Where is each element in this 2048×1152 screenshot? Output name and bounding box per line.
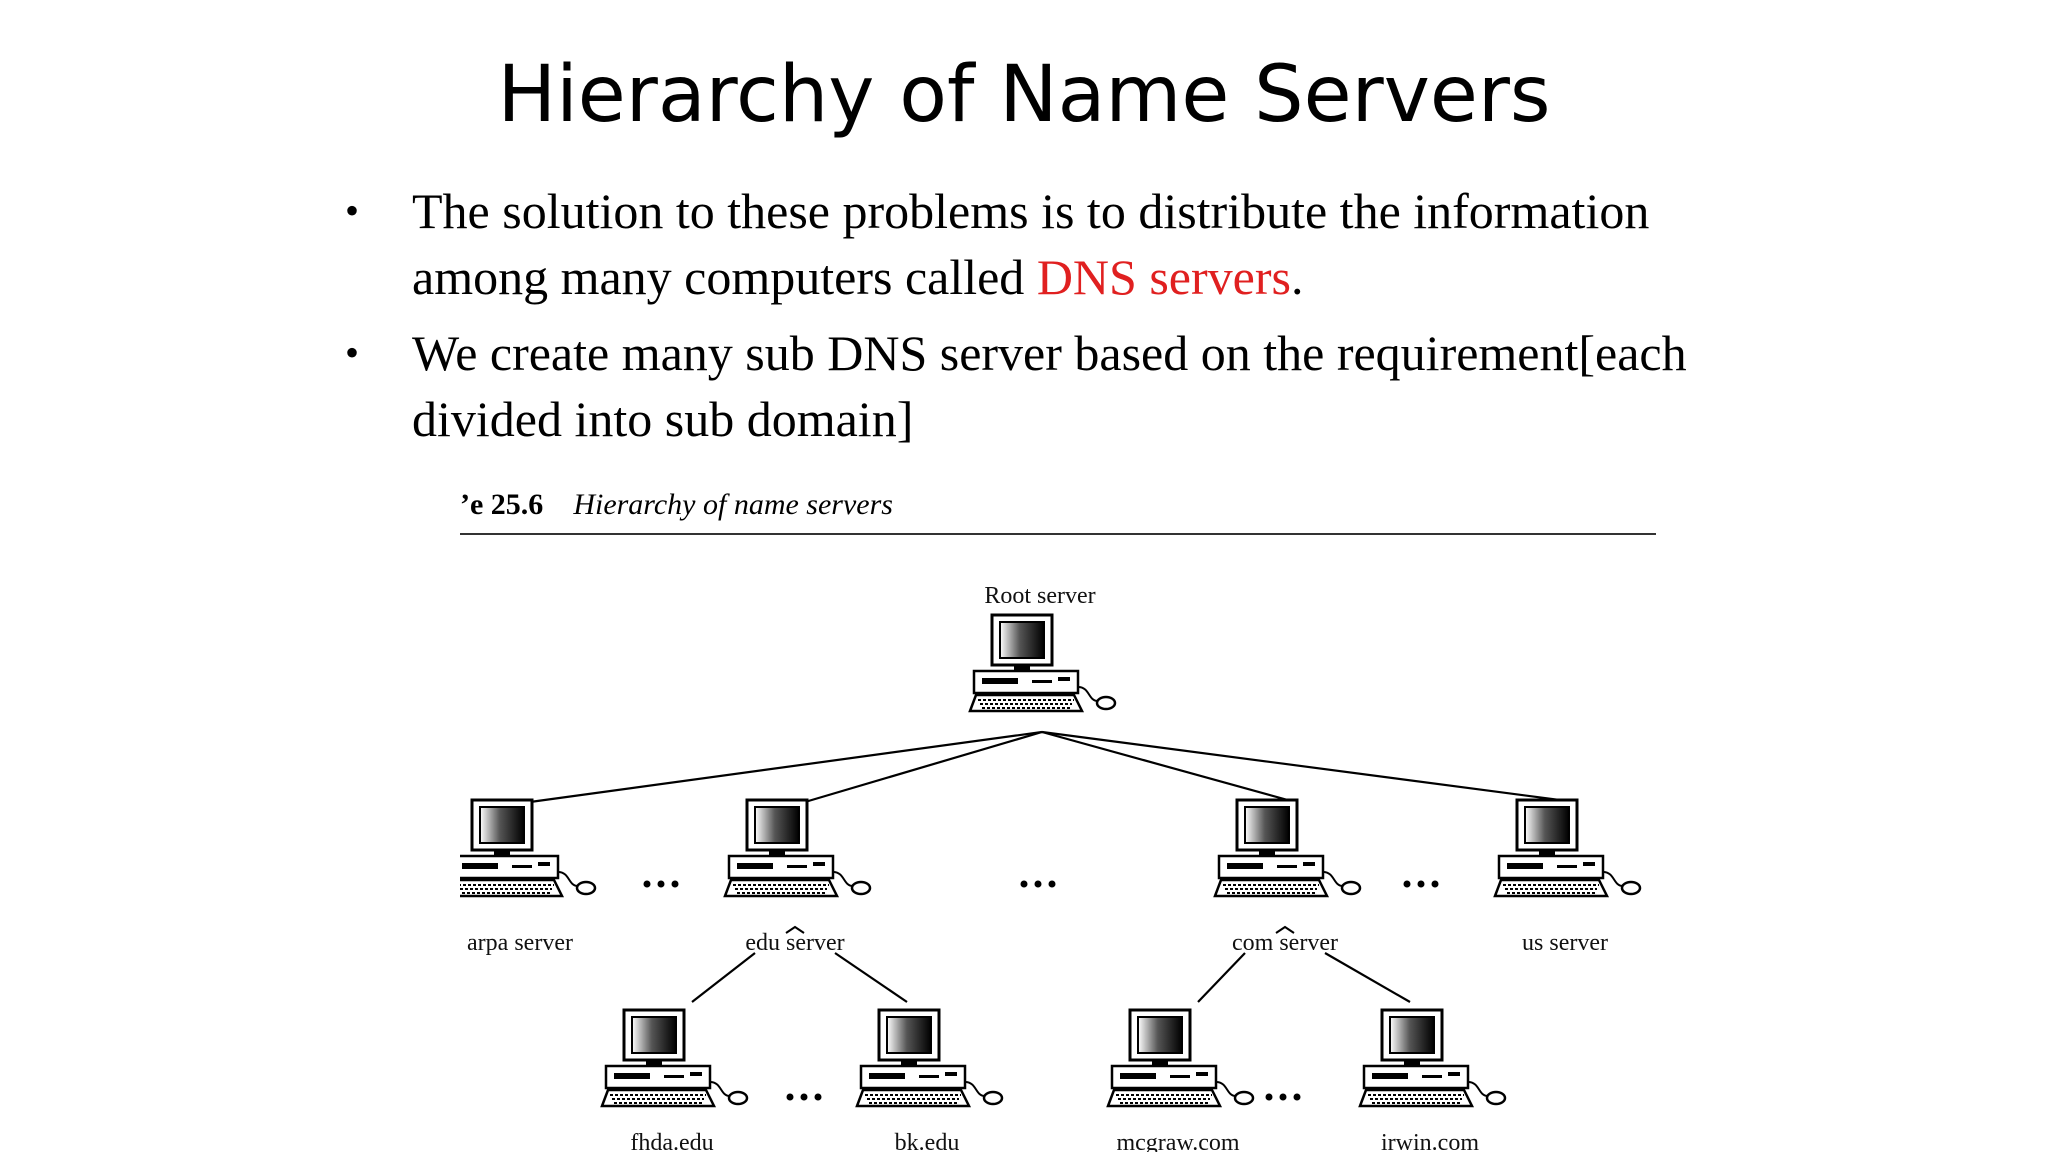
figure-number: ’e 25.6 <box>460 488 544 521</box>
irwin-com-computer-icon <box>1358 1008 1507 1108</box>
bullet-icon: • <box>345 188 360 233</box>
mcgraw-com-label: mcgraw.com <box>1116 1130 1239 1152</box>
name-server-hierarchy-diagram: Root server arpa server edu server com serv… <box>460 583 1642 1152</box>
hierarchy-link <box>1324 952 1411 1003</box>
root-server-label: Root server <box>984 583 1095 609</box>
hierarchy-link <box>804 730 1043 804</box>
ellipsis-dots <box>1403 880 1439 888</box>
root-server-computer-icon <box>968 613 1117 713</box>
us-server-computer-icon <box>1493 798 1642 898</box>
irwin-com-label: irwin.com <box>1381 1130 1479 1152</box>
bullet-text: The solution to these problems is to dis… <box>412 183 1650 305</box>
arpa-server-computer-icon <box>460 798 597 898</box>
hierarchy-link <box>1041 730 1296 804</box>
hierarchy-link <box>1041 730 1576 804</box>
bk-edu-label: bk.edu <box>895 1130 960 1152</box>
arpa-server-label: arpa server <box>467 930 573 956</box>
edu-server-computer-icon <box>723 798 872 898</box>
figure-caption-text: Hierarchy of name servers <box>573 488 893 521</box>
bk-edu-computer-icon <box>855 1008 1004 1108</box>
bullet-item: • We create many sub DNS server based on… <box>345 320 1765 452</box>
ellipsis-dots <box>786 1093 822 1101</box>
caret-mark <box>1275 925 1295 934</box>
figure-rule <box>460 533 1656 535</box>
us-server-label: us server <box>1522 930 1608 956</box>
ellipsis-dots <box>643 880 679 888</box>
bullet-item: • The solution to these problems is to d… <box>345 178 1765 310</box>
fhda-edu-computer-icon <box>600 1008 749 1108</box>
bullet-text: We create many sub DNS server based on t… <box>412 325 1687 447</box>
bullet-list: • The solution to these problems is to d… <box>345 178 1765 462</box>
fhda-edu-label: fhda.edu <box>630 1130 713 1152</box>
hierarchy-link <box>1197 952 1246 1003</box>
ellipsis-dots <box>1265 1093 1301 1101</box>
hierarchy-link <box>529 730 1043 804</box>
bullet-highlight: DNS servers <box>1036 249 1291 305</box>
bullet-suffix: . <box>1290 249 1304 305</box>
hierarchy-link <box>691 952 756 1003</box>
mcgraw-com-computer-icon <box>1106 1008 1255 1108</box>
caret-mark <box>785 925 805 934</box>
slide-title: Hierarchy of Name Servers <box>497 50 1551 140</box>
edu-server-label: edu server <box>745 930 844 956</box>
ellipsis-dots <box>1020 880 1056 888</box>
com-server-label: com server <box>1232 930 1338 956</box>
hierarchy-link <box>834 952 908 1003</box>
com-server-computer-icon <box>1213 798 1362 898</box>
bullet-icon: • <box>345 330 360 375</box>
figure-caption: ’e 25.6 Hierarchy of name servers <box>460 488 893 522</box>
figure: ’e 25.6 Hierarchy of name servers Root se… <box>460 480 1680 1152</box>
